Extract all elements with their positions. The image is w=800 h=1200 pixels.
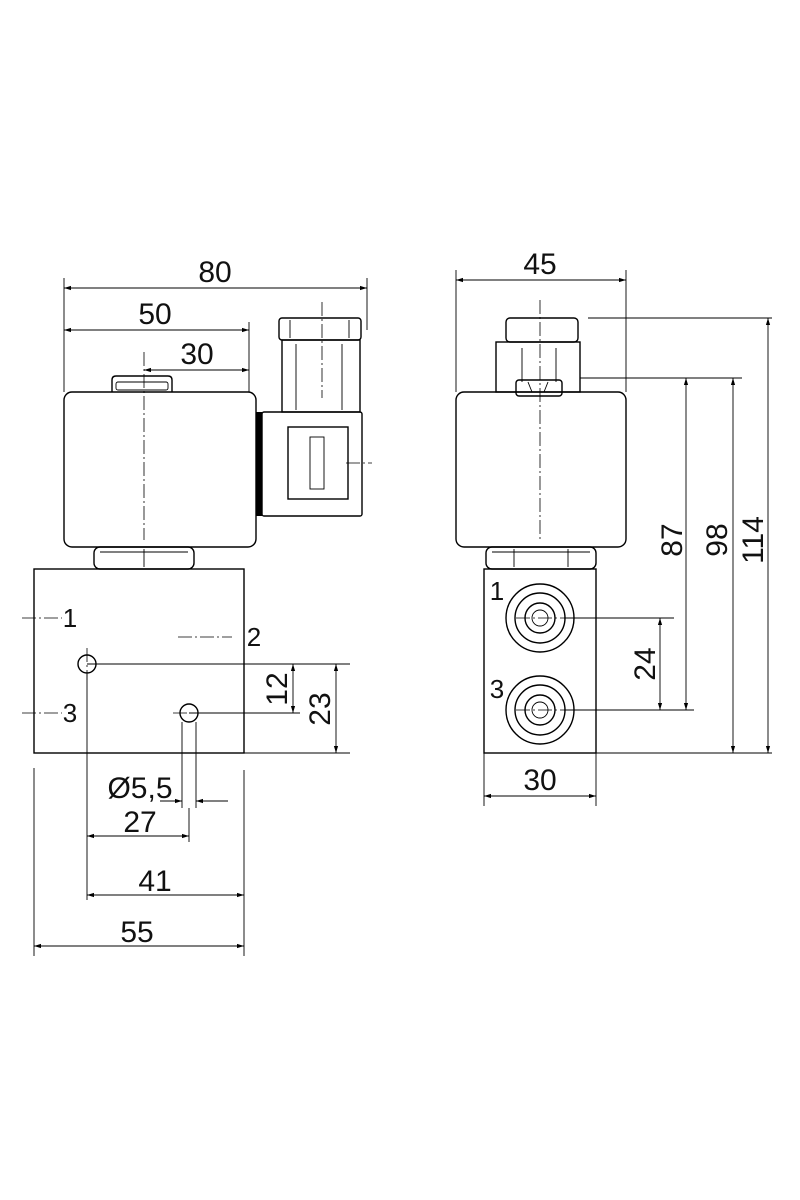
dim-24: 24 (629, 647, 662, 680)
dim-45: 45 (523, 248, 556, 281)
port-labels: 1 2 3 1 3 (63, 576, 504, 728)
dim-80: 80 (198, 256, 231, 289)
front-port-1-label: 1 (63, 603, 77, 633)
dim-27: 27 (123, 806, 156, 839)
dim-12: 12 (261, 672, 294, 705)
side-port-1-label: 1 (490, 576, 504, 606)
side-gland (495, 341, 581, 393)
dim-55: 55 (120, 916, 153, 949)
front-gasket (256, 412, 262, 516)
connector-window (287, 426, 349, 500)
dim-30-side: 30 (523, 764, 556, 797)
front-dimension-lines (33, 278, 368, 956)
dim-114: 114 (737, 516, 770, 564)
gland-nut (278, 317, 362, 341)
coil-clip (111, 375, 173, 392)
dim-23: 23 (304, 692, 337, 725)
dim-diameter: Ø5,5 (107, 772, 172, 805)
dim-30-coil: 30 (180, 338, 213, 371)
dim-50: 50 (138, 298, 171, 331)
side-dimension-lines (455, 270, 772, 806)
side-coil (455, 391, 627, 548)
side-gland-nut (505, 317, 579, 343)
side-view (455, 300, 627, 754)
dimension-labels: 80 50 30 45 87 98 114 24 30 12 23 Ø5,5 2… (107, 248, 770, 949)
front-view (22, 302, 372, 754)
dim-87: 87 (656, 523, 689, 556)
front-coil (63, 391, 257, 548)
cable-gland (281, 339, 361, 413)
dim-98: 98 (701, 523, 734, 556)
dim-41: 41 (138, 865, 171, 898)
side-valve-body (483, 568, 597, 754)
front-port-3-label: 3 (63, 698, 77, 728)
front-valve-body (33, 568, 245, 754)
side-hex-nut (485, 546, 597, 570)
front-port-2-label: 2 (247, 622, 261, 652)
side-port-3-label: 3 (490, 674, 504, 704)
